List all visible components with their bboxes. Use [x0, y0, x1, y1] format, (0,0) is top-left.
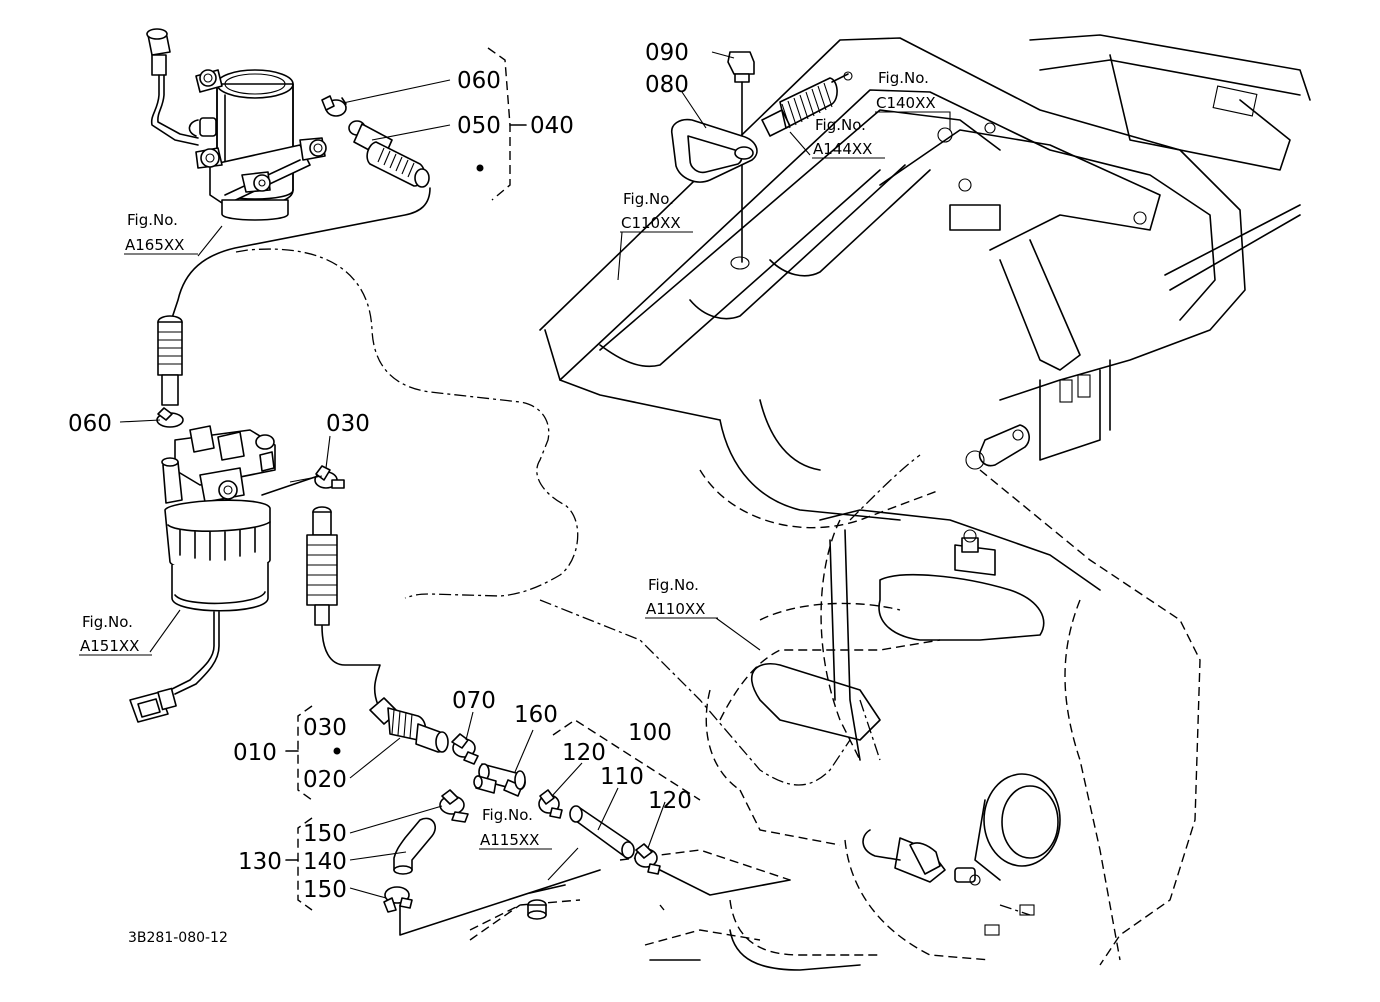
clamp-150-lower [383, 886, 413, 913]
label-110: 110 [600, 764, 644, 790]
label-020: 020 [303, 767, 347, 793]
bracket-010 [285, 705, 313, 801]
bracket-040 [487, 47, 527, 201]
fig-ref-c110-code: C110XX [621, 214, 681, 232]
hose-a144 [761, 71, 853, 137]
clamp-060-middle [156, 407, 184, 428]
label-150-upper: 150 [303, 821, 347, 847]
fig-ref-a144-code: A144XX [813, 140, 872, 158]
clamp-070 [451, 733, 479, 765]
label-120-right: 120 [648, 788, 692, 814]
figure-references: Fig.No. A165XX Fig.No. A151XX Fig.No. C1… [79, 69, 948, 850]
fig-ref-a115-code: A115XX [480, 831, 539, 849]
line-130-bottom [399, 869, 601, 936]
label-070: 070 [452, 688, 496, 714]
label-090: 090 [645, 40, 689, 66]
hose-vertical-upper [157, 315, 183, 406]
fig-ref-a165-label: Fig.No. [127, 211, 178, 229]
fig-ref-a115-label: Fig.No. [482, 806, 533, 824]
fuel-filter-assembly [129, 425, 276, 723]
label-040: 040 [530, 113, 574, 139]
label-140: 140 [303, 849, 347, 875]
return-line-to-tank [539, 599, 851, 786]
label-030-lower: 030 [303, 715, 347, 741]
hose-020 [369, 697, 449, 753]
fig-ref-a110-code: A110XX [646, 600, 705, 618]
label-130: 130 [238, 849, 282, 875]
fuel-pump-assembly [146, 28, 327, 221]
drawing-code: 3B281-080-12 [128, 930, 228, 946]
fig-ref-c140-code: C140XX [876, 94, 936, 112]
fitting-a115 [527, 884, 566, 920]
part-number-labels: 060 050 040 090 080 060 030 030 010 020 … [68, 40, 692, 903]
label-150-lower: 150 [303, 877, 347, 903]
fig-ref-c140-label: Fig.No. [878, 69, 929, 87]
fig-ref-a165: Fig.No. A165XX [124, 211, 198, 255]
pipe-160 [478, 763, 526, 797]
bracket-130 [285, 817, 313, 911]
leader-lines [119, 51, 735, 899]
fig-ref-c110-label: Fig.No. [623, 190, 674, 208]
assembly-dot-010 [333, 747, 341, 755]
small-pipe-link [473, 775, 497, 794]
label-080: 080 [645, 72, 689, 98]
frame-structure [469, 34, 1311, 971]
clamp-060-top [321, 95, 347, 117]
fig-ref-a151: Fig.No. A151XX [79, 613, 152, 656]
label-050: 050 [457, 113, 501, 139]
label-030-upper: 030 [326, 411, 370, 437]
fig-ref-a144: Fig.No. A144XX [812, 116, 885, 159]
clamp-120-right [634, 843, 661, 875]
hose-140 [393, 817, 436, 875]
fig-ref-c110: Fig.No. C110XX [620, 190, 693, 233]
return-line-route [235, 248, 579, 599]
label-100: 100 [628, 720, 672, 746]
fig-ref-a144-label: Fig.No. [815, 116, 866, 134]
hose-050 [348, 120, 430, 188]
fig-ref-a110: Fig.No. A110XX [645, 576, 718, 619]
fig-ref-c140: Fig.No. C140XX [875, 69, 948, 113]
return-line-tank-top [849, 454, 921, 521]
fig-ref-a165-code: A165XX [125, 236, 184, 254]
fuel-line-to-010 [321, 625, 381, 706]
line-to-tank-return [659, 869, 791, 896]
label-120-left: 120 [562, 740, 606, 766]
label-010: 010 [233, 740, 277, 766]
hose-110 [569, 805, 635, 859]
fig-ref-leaders [149, 111, 951, 881]
fig-ref-a151-label: Fig.No. [82, 613, 133, 631]
clamp-150-upper [439, 789, 469, 823]
bolt-090-bracket-080 [670, 51, 758, 270]
assembly-dot-040 [476, 164, 484, 172]
fig-ref-a115: Fig.No. A115XX [479, 806, 552, 850]
label-060-top: 060 [457, 68, 501, 94]
hose-vertical-right [306, 506, 338, 626]
fig-ref-a110-label: Fig.No. [648, 576, 699, 594]
bracket-100 [552, 719, 701, 801]
clamp-120-left [538, 789, 563, 819]
label-060-middle: 060 [68, 411, 112, 437]
fuel-line-pump-to-filter [171, 187, 431, 319]
fig-ref-a151-code: A151XX [80, 637, 139, 655]
leader-030-filter [261, 475, 319, 496]
label-160: 160 [514, 702, 558, 728]
a115-outline [469, 904, 521, 941]
